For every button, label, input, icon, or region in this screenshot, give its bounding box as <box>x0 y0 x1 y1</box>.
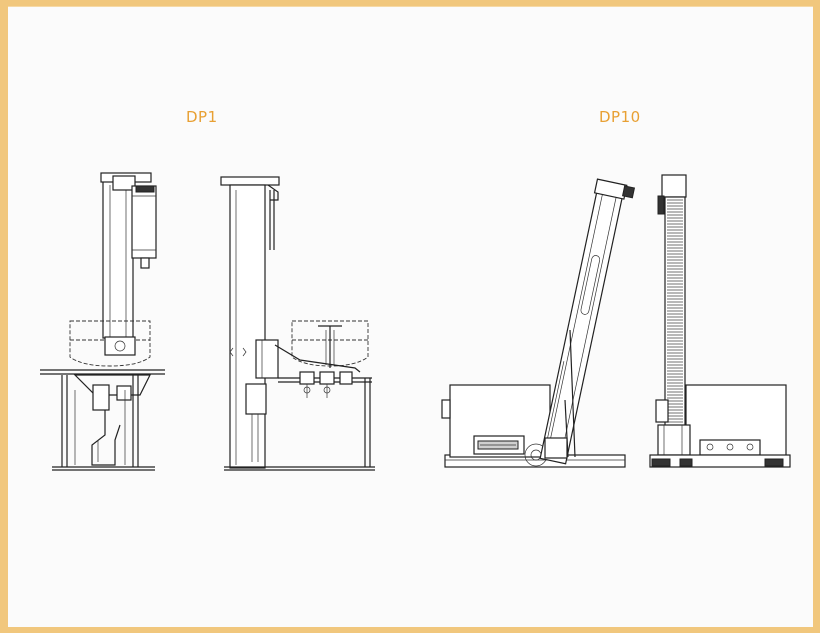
dp1-front-view <box>40 172 165 471</box>
dp10-front-view <box>649 174 791 468</box>
frame-highlight <box>8 6 813 7</box>
dp10-side-view <box>441 178 636 468</box>
label-dp1: DP1 <box>186 108 218 126</box>
dp1-side-view <box>220 176 375 471</box>
label-dp10: DP10 <box>599 108 641 126</box>
